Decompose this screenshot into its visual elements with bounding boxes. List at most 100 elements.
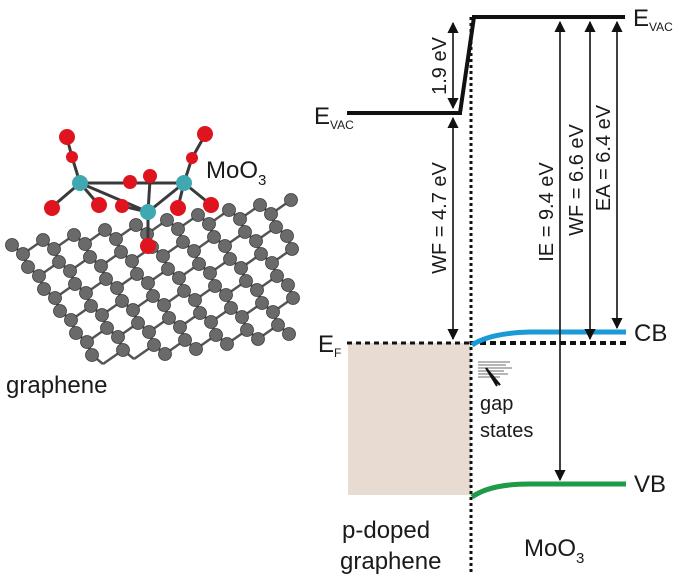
gap-states-label-2: states (480, 420, 533, 442)
carbon-atom (176, 235, 190, 249)
carbon-atom (94, 259, 108, 273)
evac-right-label: EVAC (633, 5, 673, 34)
dipole-value: 1.9 eV (429, 36, 451, 94)
carbon-atom (285, 242, 299, 256)
carbon-atom (281, 278, 295, 292)
graphene-wf-value: WF = 4.7 eV (429, 161, 451, 273)
carbon-atom (209, 328, 223, 342)
oxygen-atom (59, 129, 75, 145)
pdoped-label-1: p-doped (342, 517, 430, 544)
carbon-atom (36, 233, 50, 247)
carbon-atom (126, 303, 140, 317)
oxygen-atom (186, 152, 198, 164)
carbon-atom (48, 291, 62, 305)
carbon-atom (280, 229, 294, 243)
carbon-atom (240, 323, 254, 337)
carbon-atom (219, 288, 233, 302)
carbon-atom (220, 337, 234, 351)
carbon-atom (78, 237, 92, 251)
carbon-atom (207, 230, 221, 244)
oxygen-atom (44, 200, 60, 216)
carbon-atom (264, 207, 278, 221)
carbon-atom (203, 266, 217, 280)
carbon-atom (266, 305, 280, 319)
carbon-atom (67, 228, 81, 242)
graphene-label: graphene (6, 372, 107, 399)
carbon-atom (79, 286, 93, 300)
carbon-atom (98, 223, 112, 237)
carbon-atom (162, 311, 176, 325)
carbon-atom (284, 193, 298, 207)
oxygen-atom (170, 200, 186, 216)
carbon-atom (111, 330, 125, 344)
gap-states-label-1: gap (480, 393, 513, 415)
carbon-atom (173, 320, 187, 334)
graphene-filled-states (348, 343, 471, 495)
carbon-atom (80, 335, 94, 349)
carbon-atom (21, 260, 35, 274)
oxygen-atom (197, 126, 213, 142)
carbon-atom (158, 347, 172, 361)
vacuum-level-step (458, 16, 476, 114)
carbon-atom (156, 249, 170, 263)
carbon-atom (37, 282, 51, 296)
carbon-atom (16, 247, 30, 261)
carbon-atom (95, 308, 109, 322)
carbon-atom (5, 238, 19, 252)
molybdenum-atom (72, 175, 88, 191)
carbon-atom (208, 279, 222, 293)
moo3-wf-value: WF = 6.6 eV (566, 123, 588, 235)
carbon-atom (187, 244, 201, 258)
carbon-atom (32, 269, 46, 283)
carbon-atom (239, 274, 253, 288)
carbon-atom (189, 342, 203, 356)
carbon-atom (142, 325, 156, 339)
carbon-atom (286, 291, 300, 305)
carbon-atom (222, 203, 236, 217)
carbon-atom (224, 301, 238, 315)
carbon-atom (84, 299, 98, 313)
carbon-atom (157, 298, 171, 312)
carbon-atom (188, 293, 202, 307)
molybdenum-atom (176, 175, 192, 191)
carbon-atom (177, 284, 191, 298)
carbon-atom (110, 281, 124, 295)
carbon-atom (233, 212, 247, 226)
carbon-atom (178, 333, 192, 347)
oxygen-atom (123, 175, 137, 189)
carbon-atom (235, 310, 249, 324)
moo3-bottom-label: MoO3 (524, 535, 584, 567)
carbon-atom (238, 225, 252, 239)
carbon-atom (265, 256, 279, 270)
carbon-atom (250, 283, 264, 297)
carbon-atom (116, 343, 130, 357)
carbon-atom (270, 269, 284, 283)
carbon-atom (100, 321, 114, 335)
moo3-molecule-label: MoO3 (206, 157, 266, 189)
carbon-atom (202, 217, 216, 231)
carbon-atom (63, 264, 77, 278)
carbon-atom (271, 318, 285, 332)
carbon-atom (192, 257, 206, 271)
evac-left-label: EVAC (314, 103, 354, 132)
carbon-atom (146, 289, 160, 303)
carbon-atom (193, 306, 207, 320)
carbon-atom (251, 332, 265, 346)
fermi-level-label: EF (318, 331, 341, 360)
carbon-atom (253, 198, 267, 212)
oxygen-atom (66, 151, 78, 163)
oxygen-atom (91, 197, 107, 213)
carbon-atom (52, 255, 66, 269)
carbon-atom (255, 296, 269, 310)
vb-label: VB (634, 471, 666, 498)
oxygen-atom (140, 238, 156, 254)
carbon-atom (99, 272, 113, 286)
ea-value: EA = 6.4 eV (593, 104, 615, 211)
carbon-atom (172, 271, 186, 285)
moo3-molecule (44, 126, 219, 254)
carbon-atom (171, 222, 185, 236)
carbon-atom (83, 250, 97, 264)
carbon-atom (282, 327, 296, 341)
